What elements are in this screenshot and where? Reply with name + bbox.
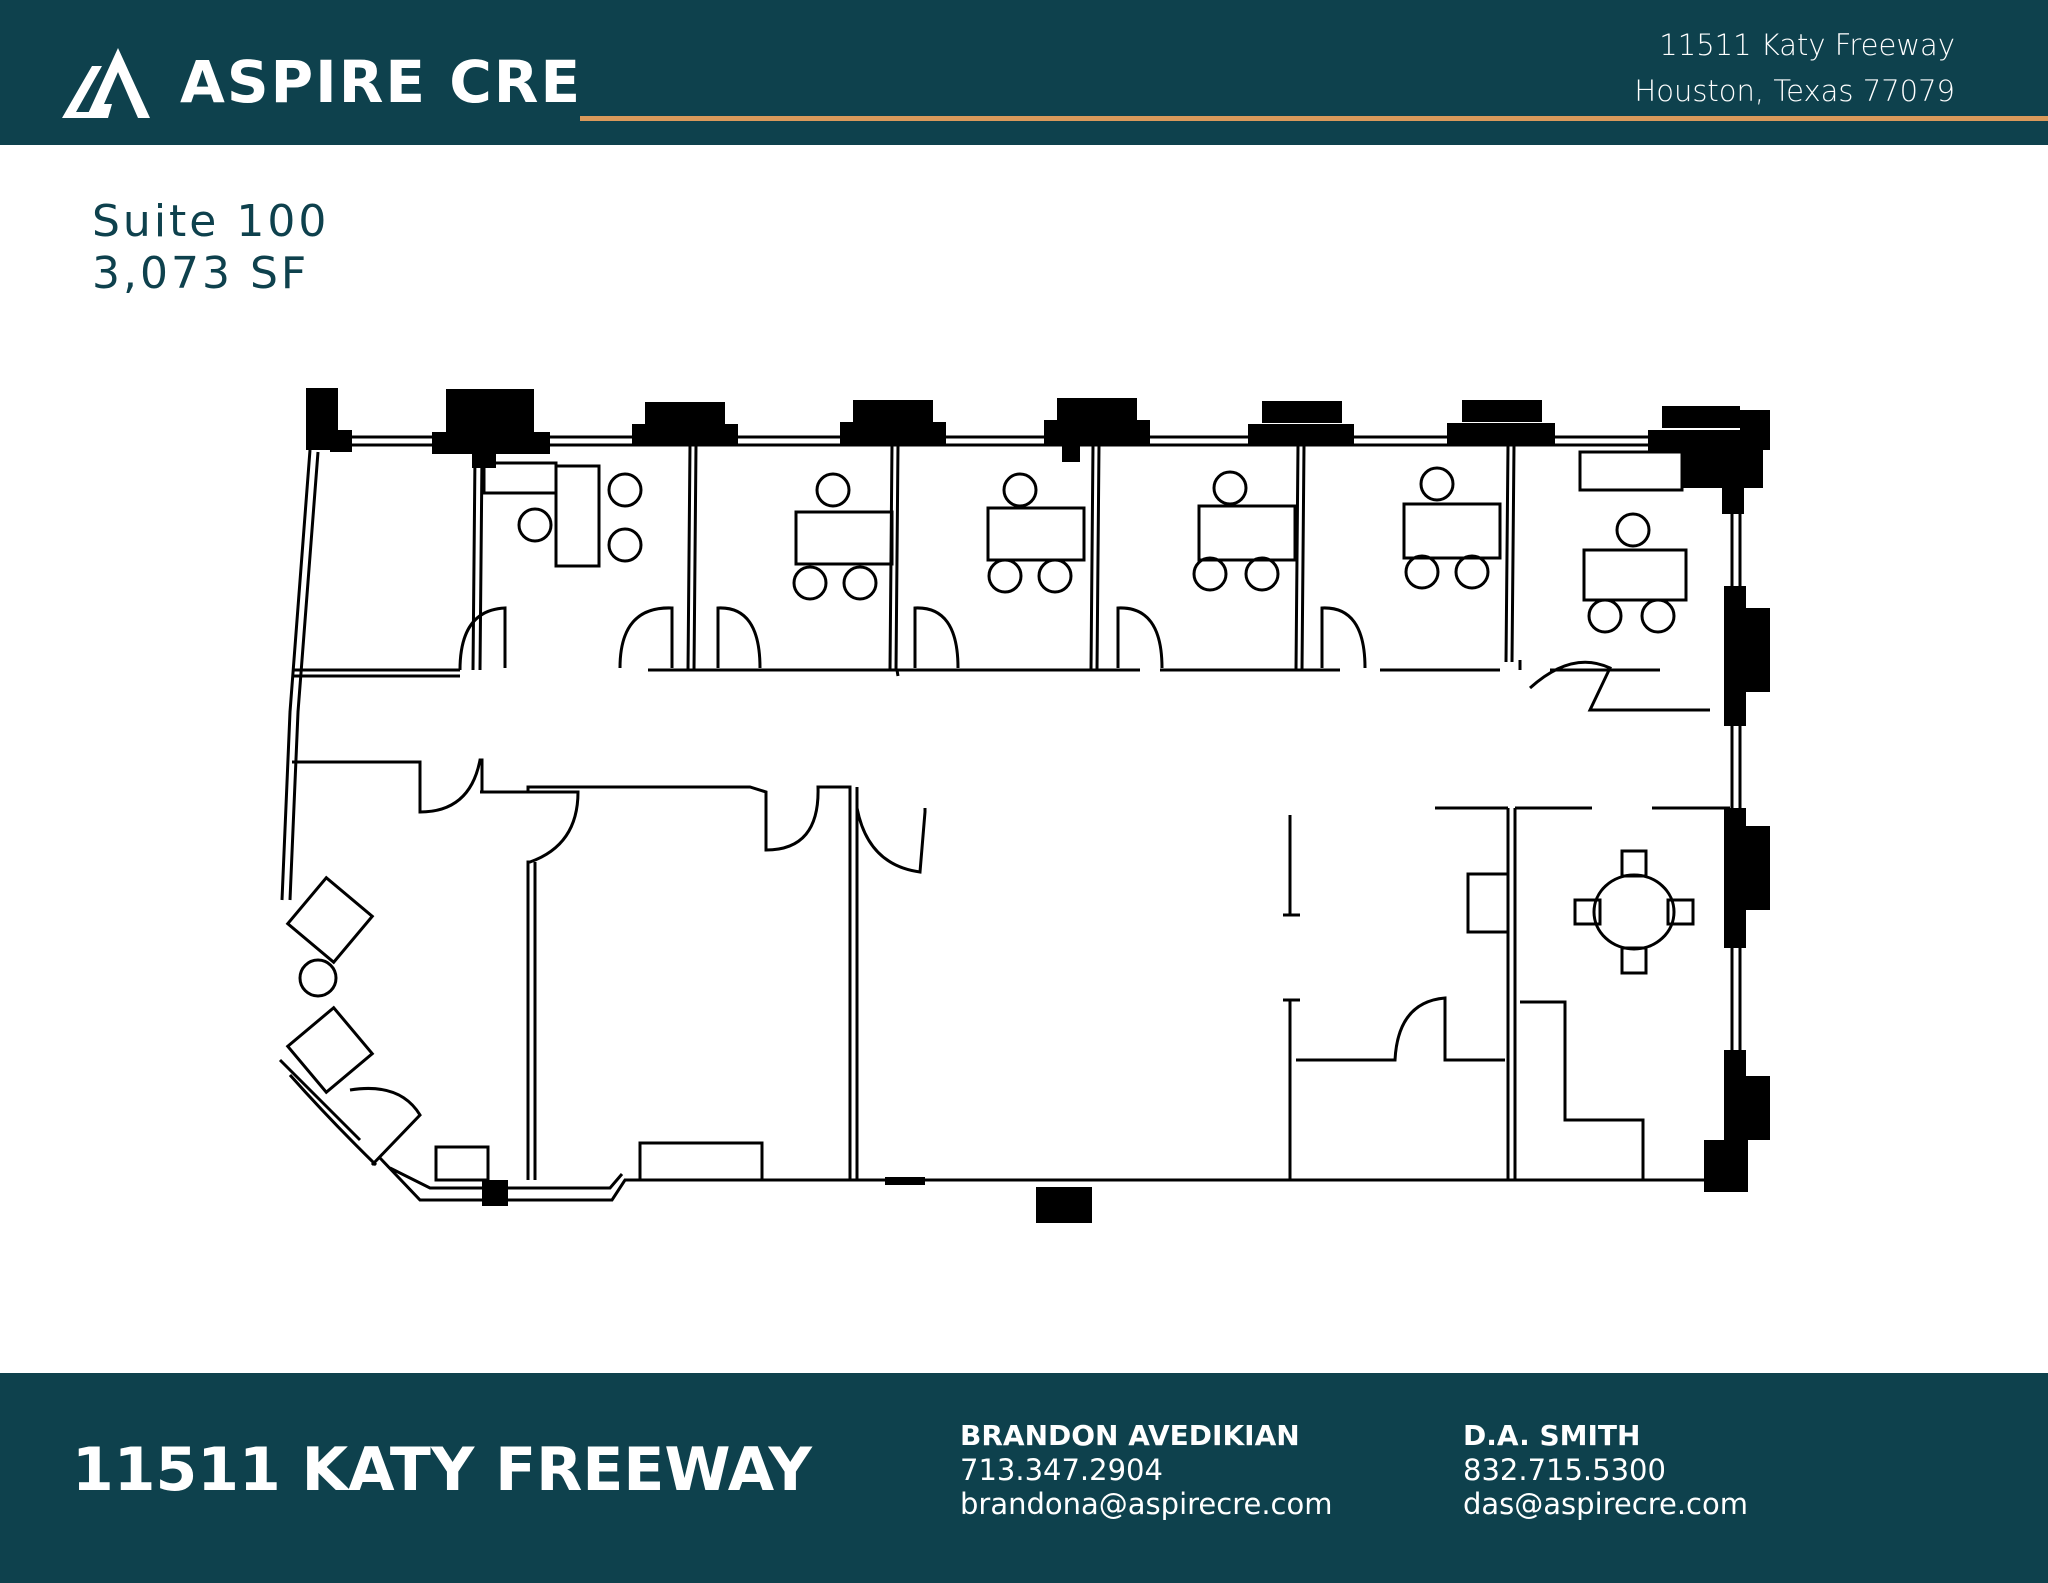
- suite-name: Suite 100: [92, 196, 330, 247]
- contact-card: D.A. SMITH 832.715.5300 das@aspirecre.co…: [1463, 1419, 1748, 1521]
- contact-card: BRANDON AVEDIKIAN 713.347.2904 brandona@…: [960, 1419, 1332, 1521]
- chair-icons: [517, 466, 1676, 634]
- round-table-icon: [1573, 849, 1695, 975]
- accent-divider: [580, 116, 2048, 121]
- header-address: 11511 Katy Freeway Houston, Texas 77079: [1634, 22, 1955, 114]
- address-line-2: Houston, Texas 77079: [1634, 74, 1955, 108]
- address-line-1: 11511 Katy Freeway: [1659, 28, 1955, 62]
- contact-email[interactable]: brandona@aspirecre.com: [960, 1487, 1333, 1521]
- footer-band: 11511 KATY FREEWAY BRANDON AVEDIKIAN 713…: [0, 1373, 2048, 1583]
- aspire-logo-icon: [62, 48, 150, 118]
- suite-area: 3,073 SF: [92, 248, 310, 299]
- lounge-chair-icons: [285, 875, 375, 1095]
- suite-info: Suite 100 3,073 SF: [92, 196, 329, 300]
- contact-phone[interactable]: 832.715.5300: [1463, 1453, 1666, 1487]
- contact-phone[interactable]: 713.347.2904: [960, 1453, 1163, 1487]
- contact-name: D.A. SMITH: [1463, 1419, 1641, 1452]
- property-title: 11511 KATY FREEWAY: [72, 1435, 812, 1505]
- brand-name: ASPIRE CRE: [180, 48, 583, 116]
- contact-name: BRANDON AVEDIKIAN: [960, 1419, 1300, 1452]
- brand-logo: ASPIRE CRE: [62, 46, 582, 118]
- contact-email[interactable]: das@aspirecre.com: [1463, 1487, 1748, 1521]
- header-band: ASPIRE CRE 11511 Katy Freeway Houston, T…: [0, 0, 2048, 145]
